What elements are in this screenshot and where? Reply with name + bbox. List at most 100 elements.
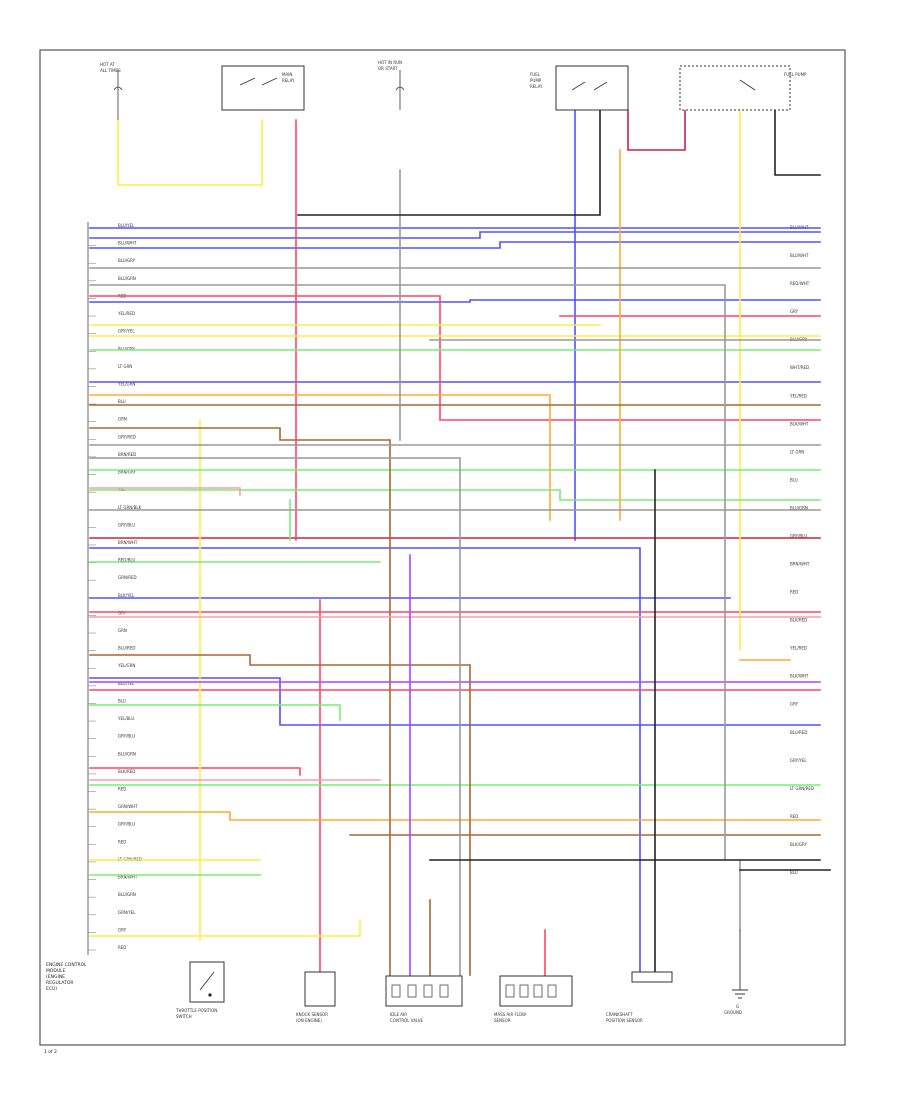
- ecm-pin-label: GRY/BLU: [118, 734, 135, 739]
- right-wire-label: BLK/WHT: [790, 421, 809, 426]
- wire-red-7: [627, 109, 686, 151]
- wire-pink-2: [89, 487, 241, 496]
- ecm-pin-label: YEL/BLU: [117, 716, 134, 721]
- svg-text:FUEL: FUEL: [530, 72, 541, 77]
- component-main-relay: MAIN RELAY: [221, 65, 305, 111]
- wire-black-4: [774, 109, 821, 176]
- wire-blue-3: [89, 241, 821, 249]
- ecm-pin-label: GRY/YEL: [118, 329, 135, 334]
- svg-text:SENSOR: SENSOR: [494, 1018, 511, 1023]
- svg-text:POSITION SENSOR: POSITION SENSOR: [606, 1018, 643, 1023]
- right-wire-label: BLK/RED: [790, 618, 807, 623]
- svg-text:CONTROL VALVE: CONTROL VALVE: [390, 1018, 424, 1023]
- component-knock-sensor: KNOCK SENSOR (ON ENGINE): [296, 971, 336, 1023]
- ecm-pin-label: BLU: [118, 399, 126, 404]
- right-wire-label: WHT/RED: [790, 365, 809, 370]
- ecm-pin-label: GRN: [118, 628, 127, 633]
- component-fuse-1: HOT AT ALL TIMES: [100, 62, 123, 120]
- svg-text:(ON ENGINE): (ON ENGINE): [296, 1018, 322, 1023]
- right-wire-label: BLK/WHT: [790, 674, 809, 679]
- wire-blue-2: [89, 231, 821, 239]
- ecm-pin-label: BRN/GRY: [118, 470, 136, 475]
- wire-red-1: [89, 295, 821, 421]
- right-wire-label: GRY/BLU: [790, 533, 807, 538]
- ecm-pin-label: GRY: [118, 610, 127, 615]
- ecm-pin-label: GRN/RED: [118, 575, 137, 580]
- ecm-pin-label: BLU/YEL: [118, 223, 135, 228]
- svg-text:RELAY: RELAY: [530, 84, 543, 89]
- right-wire-labels: BLU/WHTBLU/WHTRED/WHTGRYBLU/GRYWHT/REDYE…: [789, 225, 814, 875]
- ecm-pin-label: GRN/WHT: [118, 804, 138, 809]
- svg-text:CRANKSHAFT: CRANKSHAFT: [606, 1012, 633, 1017]
- ecm-pin-label: BLU/WHT: [118, 241, 137, 246]
- ecm-pin-label: BLU/GRY: [118, 258, 136, 263]
- wire-green-3: [89, 489, 821, 501]
- ecm-pin-label: GRN/YEL: [118, 910, 136, 915]
- diagram-frame: [39, 49, 846, 1046]
- ecm-pin-label: GRY/BLU: [118, 522, 135, 527]
- right-wire-label: LT GRN: [790, 449, 804, 454]
- ecm-pin-label: BLU/GRN: [118, 751, 136, 756]
- component-fuel-pump-relay: FUEL PUMP RELAY: [530, 65, 629, 111]
- svg-text:G: G: [736, 1004, 739, 1009]
- ecm-pin-label: BLU/RED: [118, 646, 135, 651]
- ecm-pin-label: RED/BLU: [118, 558, 136, 563]
- ecm-pin-label: BRN/WHT: [118, 540, 138, 545]
- figure-number: 1 of 2: [44, 1049, 57, 1055]
- ecm-pin-label: BLK/YEL: [118, 593, 135, 598]
- wire-brown-3: [89, 654, 471, 976]
- wire-blue-8: [89, 677, 821, 726]
- right-wire-label: BLU/GRN: [790, 505, 808, 510]
- component-idle-air-control-valve: IDLE AIR CONTROL VALVE: [385, 975, 463, 1023]
- wire-blue-6: [89, 547, 641, 976]
- ecm-pin-label: BLU/GRN: [118, 892, 136, 897]
- component-ground: G GROUND: [724, 930, 748, 1015]
- wire-harness: [89, 109, 831, 976]
- svg-text:FUEL PUMP: FUEL PUMP: [784, 72, 807, 77]
- component-mass-air-flow-sensor: MASS AIR FLOW SENSOR: [494, 975, 573, 1023]
- svg-text:MAIN: MAIN: [282, 72, 292, 77]
- ecm-pin-label: YEL/GRN: [117, 381, 135, 386]
- wire-gray-2: [89, 284, 726, 861]
- svg-text:OR START: OR START: [378, 66, 398, 71]
- ecm-pin-label: BLU/GRY: [118, 346, 136, 351]
- wire-brown-2: [89, 427, 391, 976]
- ecm-pin-label: BLU/YEL: [118, 681, 135, 686]
- ecm-connector-strip: [87, 222, 96, 955]
- component-fuel-pump: FUEL PUMP: [679, 65, 807, 111]
- wire-gray-4: [89, 457, 461, 976]
- svg-text:KNOCK SENSOR: KNOCK SENSOR: [296, 1012, 328, 1017]
- wire-black-1: [297, 109, 601, 216]
- ecm-pin-label: LT GRN/BLK: [118, 505, 142, 510]
- wire-yellow-1: [117, 119, 263, 186]
- right-wire-label: YEL/RED: [789, 393, 807, 398]
- ecm-pin-label: GRY/RED: [118, 434, 136, 439]
- svg-text:PUMP: PUMP: [530, 78, 542, 83]
- right-wire-label: LT GRN/RED: [790, 786, 814, 791]
- right-wire-label: GRY: [790, 702, 799, 707]
- component-crankshaft-position-sensor: CRANKSHAFT POSITION SENSOR: [606, 971, 673, 1023]
- wire-yellow-5: [89, 919, 361, 937]
- component-throttle-position-switch: THROTTLE POSITION SWITCH: [175, 961, 225, 1019]
- svg-text:ALL TIMES: ALL TIMES: [100, 68, 121, 73]
- component-fuse-2: HOT IN RUN OR START: [378, 60, 405, 110]
- right-wire-label: YEL/RED: [789, 646, 807, 651]
- wire-orange-1: [89, 394, 551, 521]
- right-wire-label: BLK/GRY: [790, 842, 808, 847]
- svg-text:HOT IN RUN: HOT IN RUN: [378, 60, 402, 65]
- ecm-pin-label: LT GRN: [118, 364, 132, 369]
- ecm-pin-label: BLK/RED: [118, 769, 135, 774]
- ecm-pin-label: YEL/GRN: [117, 663, 135, 668]
- svg-text:RELAY: RELAY: [282, 78, 295, 83]
- wire-green-4: [89, 704, 341, 721]
- right-wire-label: BLU/RED: [790, 730, 807, 735]
- svg-text:MASS AIR FLOW: MASS AIR FLOW: [494, 1012, 526, 1017]
- right-wire-label: BRN/WHT: [790, 562, 810, 567]
- ecm-pin-label: GRN: [118, 417, 127, 422]
- wire-orange-2: [89, 811, 821, 821]
- svg-text:IDLE AIR: IDLE AIR: [390, 1012, 407, 1017]
- svg-text:GROUND: GROUND: [724, 1010, 742, 1015]
- ecm-pin-label: RED: [118, 787, 126, 792]
- right-wire-label: BLU: [790, 870, 798, 875]
- right-wire-label: GRY/YEL: [790, 758, 807, 763]
